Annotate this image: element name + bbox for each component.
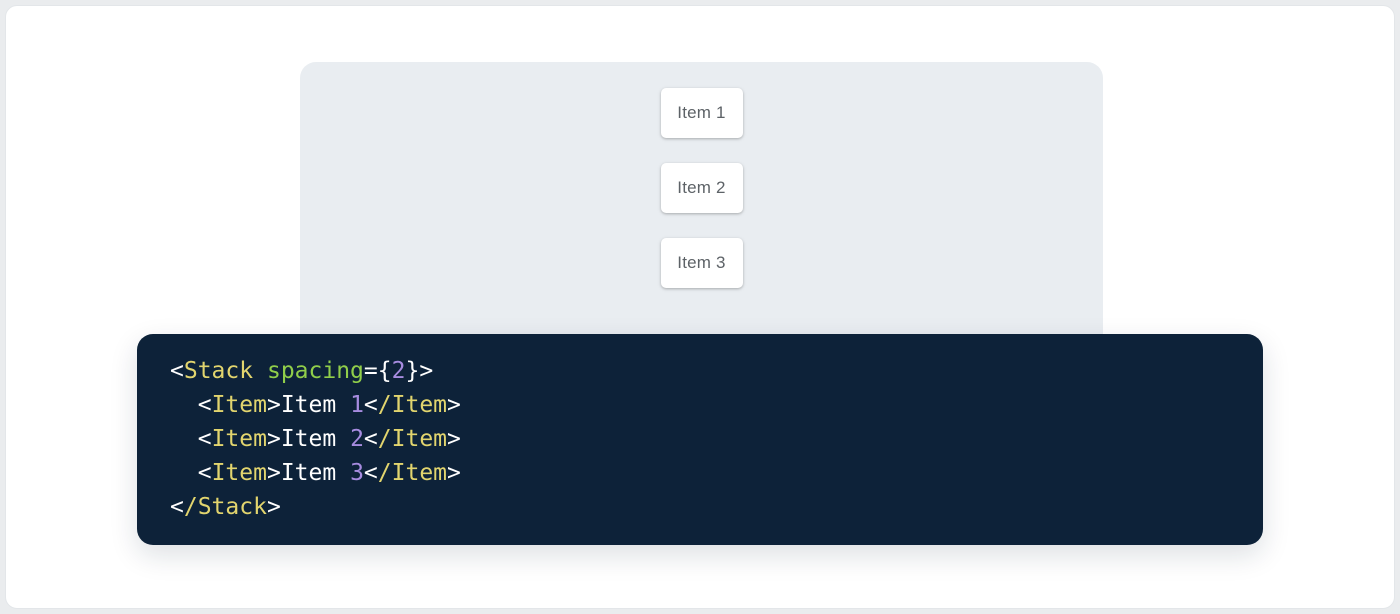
stack-item-label: Item 3	[677, 253, 726, 272]
code-line: <Stack spacing={2}>	[170, 358, 434, 384]
code-content: <Stack spacing={2}> <Item>Item 1</Item> …	[170, 354, 1233, 524]
code-block: <Stack spacing={2}> <Item>Item 1</Item> …	[137, 334, 1263, 545]
stack-item-label: Item 2	[677, 178, 726, 197]
code-line: <Item>Item 2</Item>	[197, 426, 461, 452]
stack-container: Item 1 Item 2 Item 3	[300, 62, 1103, 288]
code-line: <Item>Item 1</Item>	[197, 392, 461, 418]
stack-item-card: Item 3	[660, 238, 743, 288]
code-line: </Stack>	[170, 494, 281, 520]
stack-item-label: Item 1	[677, 103, 726, 122]
demo-panel: Item 1 Item 2 Item 3	[300, 62, 1103, 352]
stack-item-card: Item 2	[660, 163, 743, 213]
code-line: <Item>Item 3</Item>	[197, 460, 461, 486]
stack-item-card: Item 1	[660, 88, 743, 138]
